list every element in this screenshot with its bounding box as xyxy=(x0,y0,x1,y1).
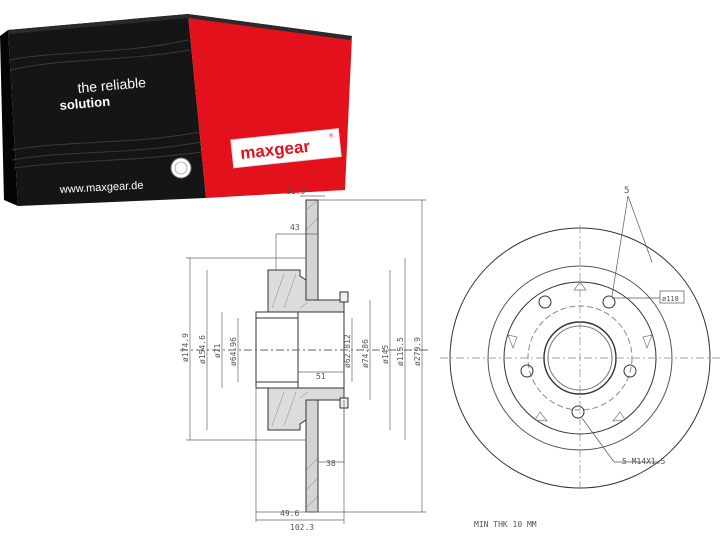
bolt-hole xyxy=(623,364,637,378)
dim-d5: ø62.812 xyxy=(343,334,352,368)
dim-d9: ø279.9 xyxy=(413,337,422,366)
dim-bottom-depth: 38 xyxy=(326,459,336,468)
dim-d8: ø115.5 xyxy=(396,337,405,366)
dim-d7: ø145 xyxy=(381,345,390,364)
box-website: www.maxgear.de xyxy=(59,180,144,196)
dim-d1: ø174.9 xyxy=(181,333,190,362)
product-box: the reliable solution www.maxgear.de max… xyxy=(0,14,352,206)
dim-d3: ø71 xyxy=(213,343,222,358)
box-tagline-line2: solution xyxy=(59,94,111,113)
dim-102: 102.3 xyxy=(290,523,314,532)
box-decorative-lines xyxy=(9,39,203,169)
bolt-hole xyxy=(520,364,534,378)
pcd-label: ø118 xyxy=(662,295,679,303)
brand-registered-mark: ® xyxy=(329,132,335,139)
bolt-hole xyxy=(602,295,616,309)
certification-seal-icon xyxy=(170,157,192,179)
box-front-red xyxy=(188,14,352,198)
vent-slots xyxy=(507,281,653,422)
side-view-drawing: 11.9 43 ø174.9 ø154.6 ø71 ø64.96 51 ø62.… xyxy=(180,187,430,532)
front-view-drawing: 5 ø118 5 M14X1.5 MIN THK 10 MM xyxy=(440,186,720,529)
dim-49: 49.6 xyxy=(280,509,299,518)
dim-top-thickness: 11.9 xyxy=(286,187,305,196)
dim-d2: ø154.6 xyxy=(198,335,207,364)
dim-d6: ø74.86 xyxy=(361,339,370,368)
box-front-black xyxy=(8,14,206,206)
box-top-edge xyxy=(8,14,352,40)
callout-top: 5 xyxy=(624,186,629,196)
box-left-side xyxy=(0,30,18,206)
dim-inner-depth: 51 xyxy=(316,372,326,381)
min-thickness-label: MIN THK 10 MM xyxy=(474,520,537,529)
brand-logo: maxgear ® xyxy=(230,128,342,169)
bolt-holes xyxy=(520,295,637,419)
bolt-hole xyxy=(538,295,552,309)
dim-d4: ø64.96 xyxy=(229,337,238,366)
bolt-hole xyxy=(571,405,585,419)
bolt-label: 5 M14X1.5 xyxy=(622,457,666,466)
box-tagline-line1: the reliable xyxy=(77,74,147,96)
dim-hub-offset: 43 xyxy=(290,223,300,232)
